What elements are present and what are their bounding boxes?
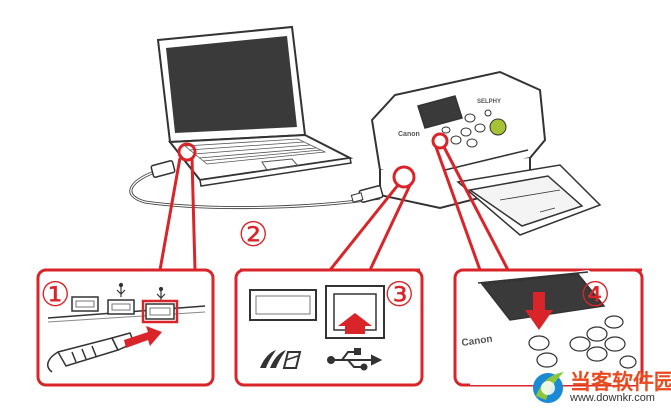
- site-watermark: 当客软件园 www.downkr.com: [528, 362, 671, 410]
- printer-screen: [417, 95, 463, 129]
- watermark-site-name: 当客软件园: [570, 370, 671, 394]
- printer-button-marker: [431, 132, 449, 150]
- paper-tray: [456, 164, 602, 236]
- watermark-url: www.downkr.com: [570, 392, 655, 404]
- usb-icon: [327, 348, 383, 371]
- printer-model-label: SELPHY: [477, 99, 501, 105]
- laptop-usb-port-marker: [177, 142, 197, 162]
- usb-cable: [129, 160, 384, 210]
- panel-4-printer-button: Canon ④: [453, 268, 644, 387]
- usb-icon: [156, 286, 166, 301]
- printer-brand-label: Canon: [398, 131, 420, 138]
- printer-port-left: [249, 289, 317, 321]
- printer-buttons: [441, 113, 486, 148]
- printer-power-button: [489, 118, 507, 136]
- photo-printer: Canon SELPHY: [370, 70, 602, 236]
- usb-icon: [116, 282, 126, 297]
- laptop: [156, 25, 354, 187]
- step-1-number: ①: [40, 276, 70, 314]
- arrow-down-icon: [525, 292, 553, 330]
- laptop-screen: [166, 36, 297, 133]
- panel-4-buttons: [528, 315, 637, 369]
- printer-usb-port-marker: [392, 165, 416, 189]
- target-port-highlight: [141, 299, 179, 324]
- arrow-up-icon: [338, 313, 372, 334]
- laptop-trackpad: [261, 158, 299, 171]
- panel-4-brand-label: Canon: [461, 334, 493, 349]
- arrow-right-icon: [124, 326, 162, 348]
- step-2-number: ②: [238, 216, 268, 254]
- panel-1-laptop-port: ①: [36, 268, 215, 387]
- step-4-number: ④: [580, 276, 610, 314]
- laptop-keyboard: [183, 138, 327, 165]
- watermark-logo-icon: [533, 372, 564, 403]
- pictbridge-icon: [260, 350, 302, 369]
- step-3-number: ③: [384, 276, 414, 314]
- panel-3-printer-port: ③: [234, 268, 424, 387]
